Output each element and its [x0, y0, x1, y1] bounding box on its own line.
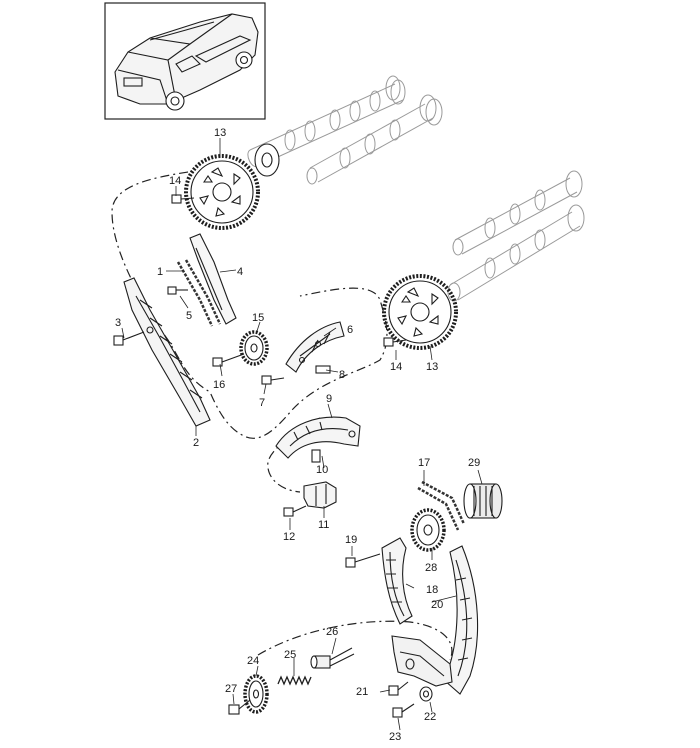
- label-28: 28: [425, 562, 437, 574]
- chain-segment-17: [417, 480, 466, 531]
- intermediate-sprocket-15: [239, 330, 269, 366]
- chain-guide-9: [275, 416, 361, 459]
- bolt-16: [212, 353, 245, 367]
- bolt-5: [167, 286, 188, 295]
- tensioner-rail-20: [443, 545, 479, 695]
- camshaft-sprocket-upper: [184, 154, 260, 230]
- label-12: 12: [283, 531, 295, 543]
- camshaft-upper-2: [306, 94, 443, 185]
- bolt-14-upper: [171, 194, 195, 204]
- chain-guide-6: [285, 321, 345, 373]
- label-14-upper: 14: [169, 175, 181, 187]
- label-6: 6: [347, 324, 353, 336]
- label-14-lower: 14: [390, 361, 402, 373]
- bolt-23: [392, 703, 415, 718]
- label-3: 3: [115, 317, 121, 329]
- camshaft-sprocket-lower: [382, 274, 458, 350]
- idler-gear-29: [463, 483, 503, 519]
- label-19: 19: [345, 534, 357, 546]
- chain-tensioner-11: [303, 481, 337, 509]
- bolt-19: [345, 553, 381, 568]
- label-25: 25: [284, 649, 296, 661]
- chain-guide-4: [189, 233, 237, 325]
- vehicle-inset: [104, 2, 266, 120]
- bolt-27: [228, 699, 251, 715]
- label-7: 7: [259, 397, 265, 409]
- tensioner-plunger-26: [310, 647, 355, 669]
- tensioner-housing: [391, 635, 453, 687]
- bolt-14-lower: [383, 337, 407, 347]
- label-26: 26: [326, 626, 338, 638]
- chain-segment-1: [176, 259, 222, 327]
- camshaft-lower-2: [447, 204, 585, 302]
- timing-chain-path: [111, 171, 388, 439]
- label-1: 1: [157, 266, 163, 278]
- bolt-21: [388, 681, 409, 696]
- label-27: 27: [225, 683, 237, 695]
- label-11: 11: [318, 519, 329, 531]
- spring-25: [277, 675, 312, 686]
- bolt-12: [283, 505, 307, 517]
- sprocket-hub-disc: [254, 143, 280, 177]
- label-13-lower: 13: [426, 361, 438, 373]
- chain-guide-18: [381, 537, 413, 625]
- label-18: 18: [426, 584, 438, 596]
- camshaft-lower-1: [452, 170, 583, 256]
- label-24: 24: [247, 655, 259, 667]
- label-16: 16: [213, 379, 225, 391]
- sleeve-22: [419, 686, 433, 702]
- suv-illustration: [114, 13, 259, 111]
- bolt-3: [113, 331, 145, 346]
- label-13-upper: 13: [214, 127, 226, 139]
- label-4: 4: [237, 266, 243, 278]
- label-22: 22: [424, 711, 436, 723]
- pin-8: [315, 365, 331, 374]
- label-21: 21: [356, 686, 368, 698]
- label-10: 10: [316, 464, 328, 476]
- label-9: 9: [326, 393, 332, 405]
- crankshaft-sprocket-28: [410, 508, 446, 552]
- label-29: 29: [468, 457, 480, 469]
- part-labels: 13 14 1 4 5 3 15 6 14 13 8 16 7 9 2 10 1…: [115, 127, 480, 743]
- label-2: 2: [193, 437, 199, 449]
- tensioner-rail-2: [123, 277, 211, 427]
- leader-lines: [121, 138, 483, 731]
- label-5: 5: [186, 310, 192, 322]
- label-20: 20: [431, 599, 443, 611]
- label-17: 17: [418, 457, 430, 469]
- chain-path-oil-pump: [257, 620, 453, 661]
- oil-pump-sprocket-24: [243, 674, 269, 714]
- cam-lobes: [284, 90, 381, 151]
- bolt-7: [261, 375, 285, 385]
- label-23: 23: [389, 731, 401, 743]
- pin-10: [311, 449, 321, 463]
- label-8: 8: [339, 369, 345, 381]
- label-15: 15: [252, 312, 264, 324]
